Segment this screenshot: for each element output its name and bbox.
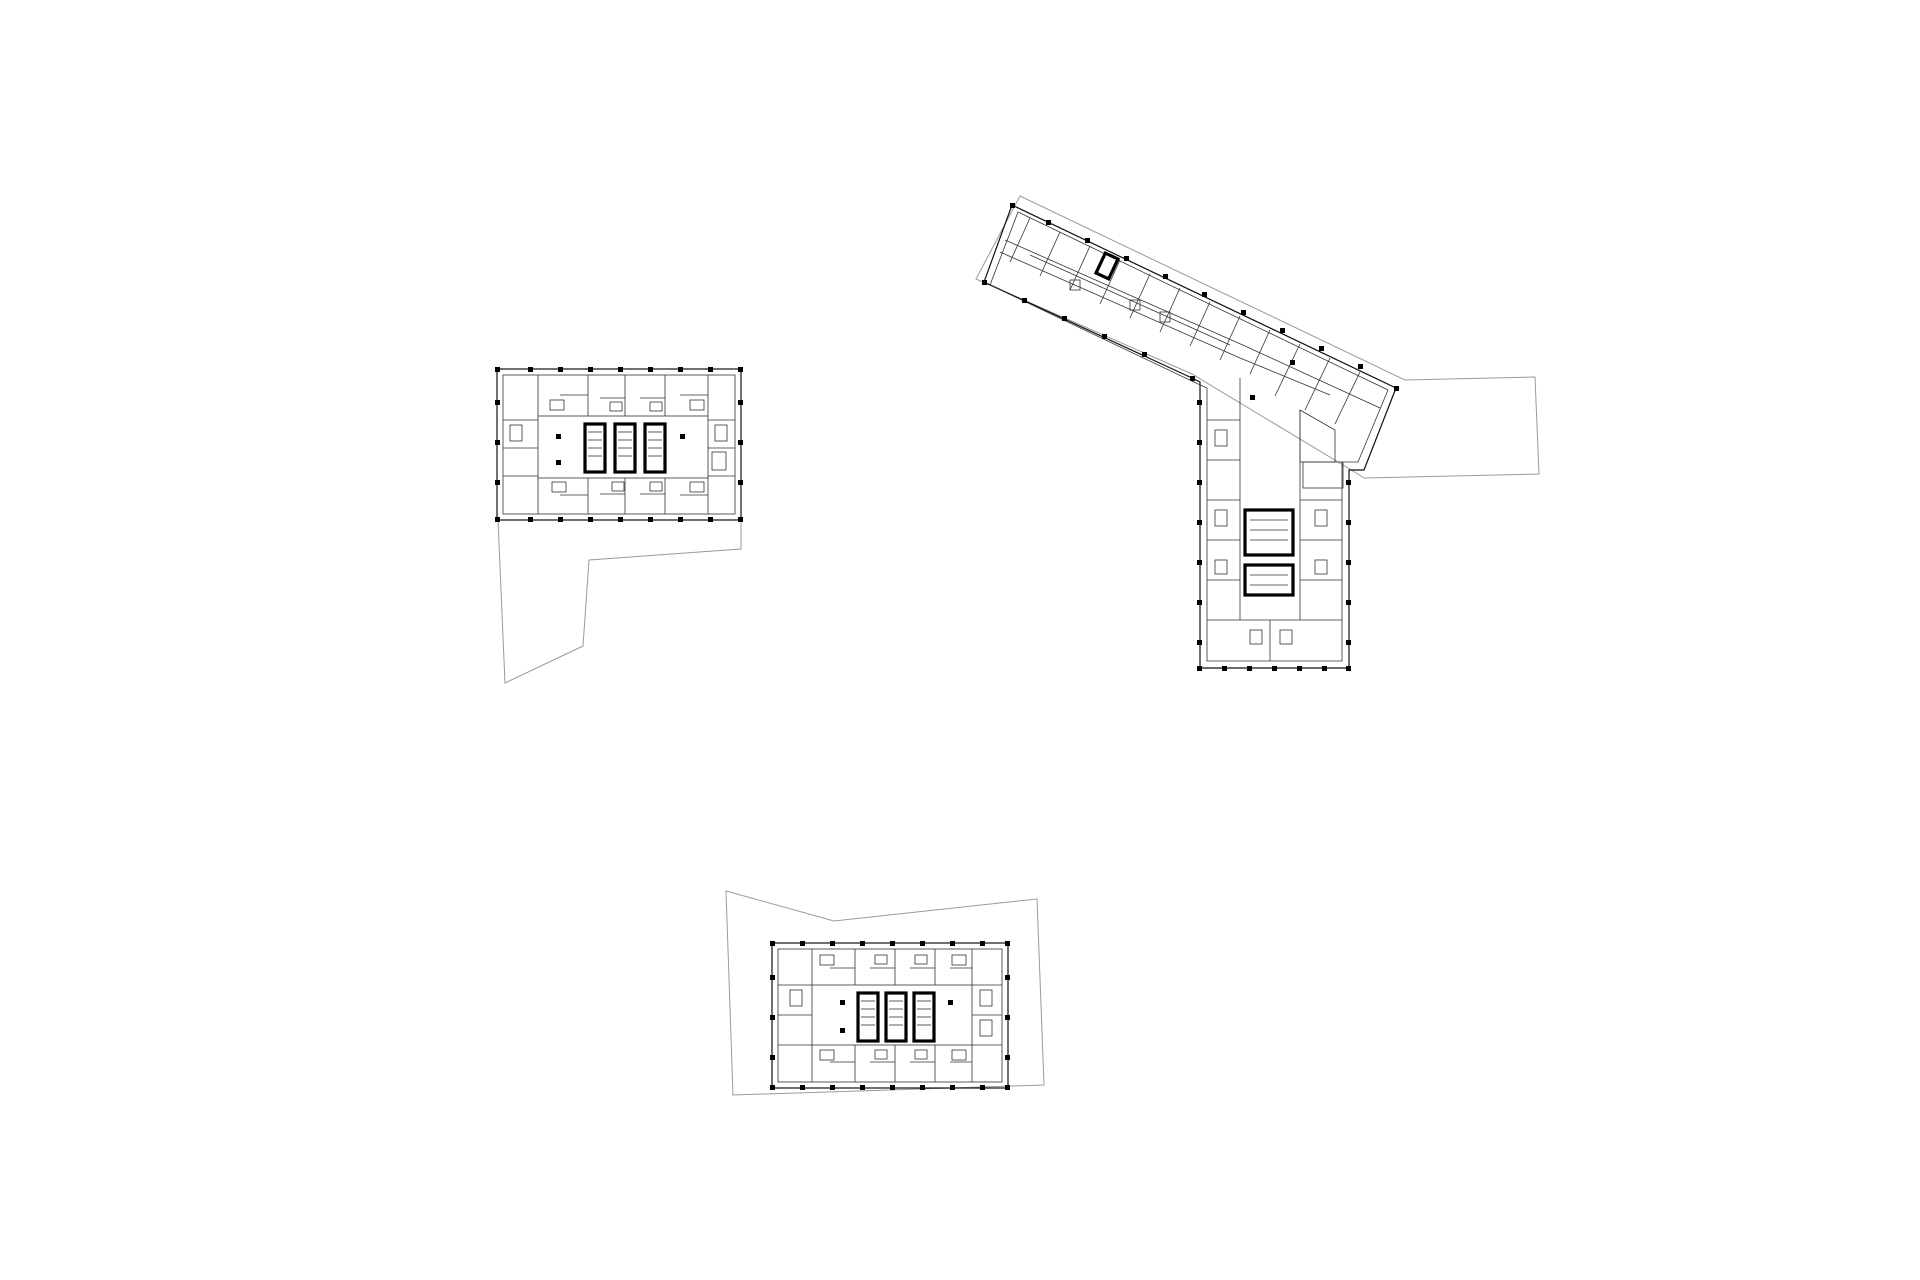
west-tower-stair-cores (556, 422, 685, 474)
east-wing-lobby (1239, 378, 1344, 500)
east-wing-vertical-units (1207, 419, 1342, 661)
west-tower-outer-wall (496, 368, 742, 521)
west-tower-side-rooms (503, 419, 735, 477)
west-tower-corridor (537, 415, 709, 479)
east-wing-diagonal-corridor (999, 239, 1381, 409)
west-tower-columns (495, 367, 743, 522)
south-tower-columns (770, 941, 1010, 1090)
south-site-outline (725, 890, 1045, 1096)
east-wing-outer-wall (983, 204, 1397, 669)
south-tower-plan (725, 890, 1045, 1096)
west-site-outline (497, 519, 742, 684)
east-site-outline (975, 195, 1540, 479)
south-tower-units-north (811, 949, 973, 985)
west-tower-units-south (537, 478, 709, 514)
south-tower-outer-wall (771, 942, 1009, 1089)
south-tower-stair-cores (840, 991, 953, 1043)
south-tower-units-south (811, 1045, 973, 1082)
east-wing-stair-cores (1243, 508, 1295, 597)
west-tower-plan (495, 367, 743, 684)
south-tower-side-rooms (778, 984, 1002, 1046)
east-wing-diagonal-units (1009, 217, 1361, 425)
east-wing-plan (975, 195, 1540, 671)
east-wing-columns (982, 203, 1399, 671)
west-tower-units-north (537, 375, 709, 416)
